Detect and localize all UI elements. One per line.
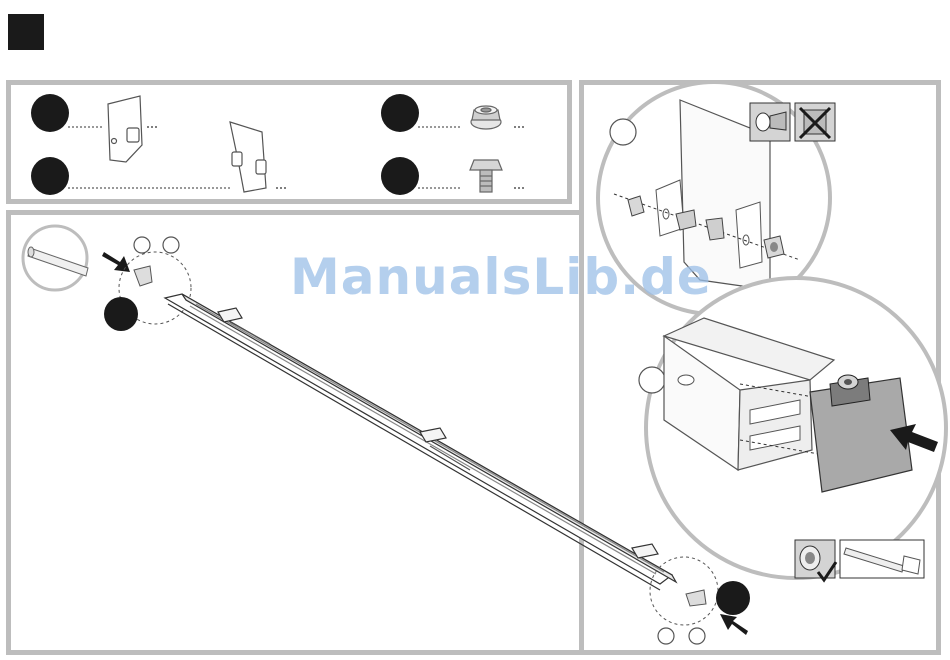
callout-circle [639,367,665,393]
part-marker-main-a [104,297,138,331]
callout-circle [610,119,636,145]
rail-tool-icon [23,226,88,290]
long-rail [165,294,676,590]
bracket-part-a-icon [108,96,158,162]
tool-icons-bottom [795,540,924,580]
part-marker-d [381,157,419,195]
bracket-part-b-icon [230,122,288,192]
parts-list [31,94,526,195]
part-marker-b [31,157,69,195]
arrow-icon [720,614,748,635]
callout-circle [134,237,150,253]
detail-circle [650,557,718,625]
callout-circle [163,237,179,253]
bracket-small-icon [134,266,152,286]
rail-cross-section [639,278,946,578]
arrow-icon [102,252,130,272]
callout-circle [658,628,674,644]
callout-circle [689,628,705,644]
carriage-bolt-icon [470,160,526,192]
part-marker-main-b [716,581,750,615]
flange-nut-icon [471,106,526,129]
part-marker-c [381,94,419,132]
watermark-text: ManualsLib.de [290,248,712,306]
bracket-small-icon [686,590,706,606]
part-marker-a [31,94,69,132]
